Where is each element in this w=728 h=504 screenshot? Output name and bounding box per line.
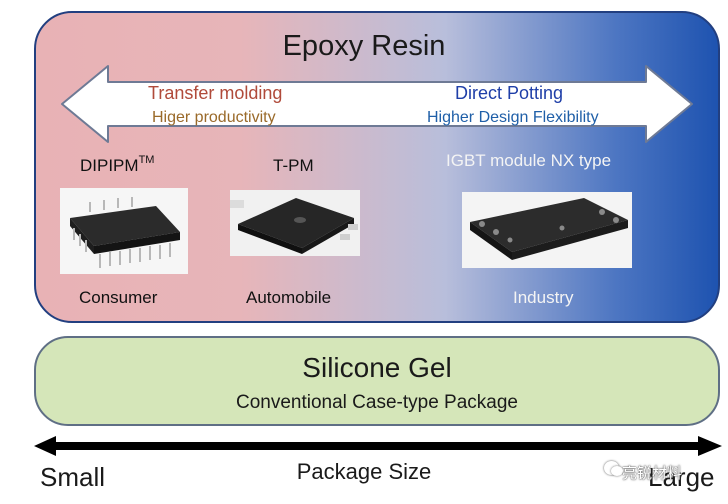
igbt-nx-module-photo — [462, 192, 632, 268]
higher-productivity-label: Higer productivity — [152, 109, 276, 126]
wechat-icon — [604, 461, 623, 476]
axis-small-label: Small — [40, 462, 106, 492]
application-automobile: Automobile — [246, 288, 332, 307]
design-flexibility-label: Higher Design Flexibility — [427, 109, 599, 126]
product-name-igbt: IGBT module NX type — [446, 151, 612, 170]
application-consumer: Consumer — [79, 288, 158, 307]
product-name-tpm: T-PM — [273, 156, 314, 175]
axis-title-label: Package Size — [296, 459, 432, 484]
tpm-module-photo — [230, 190, 360, 256]
application-industry: Industry — [513, 288, 574, 307]
epoxy-resin-title: Epoxy Resin — [282, 30, 446, 62]
silicone-gel-title: Silicone Gel — [302, 352, 452, 383]
watermark-text: 亮锐材料 — [622, 465, 683, 482]
silicone-gel-panel — [34, 336, 720, 426]
direct-potting-label: Direct Potting — [455, 83, 564, 103]
axis-large-label: Large — [648, 462, 715, 492]
case-type-package-label: Conventional Case-type Package — [235, 392, 518, 413]
transfer-molding-label: Transfer molding — [148, 83, 283, 103]
dipipm-module-photo — [60, 188, 188, 274]
product-name-dipipm: DIPIPMTM — [80, 154, 155, 175]
